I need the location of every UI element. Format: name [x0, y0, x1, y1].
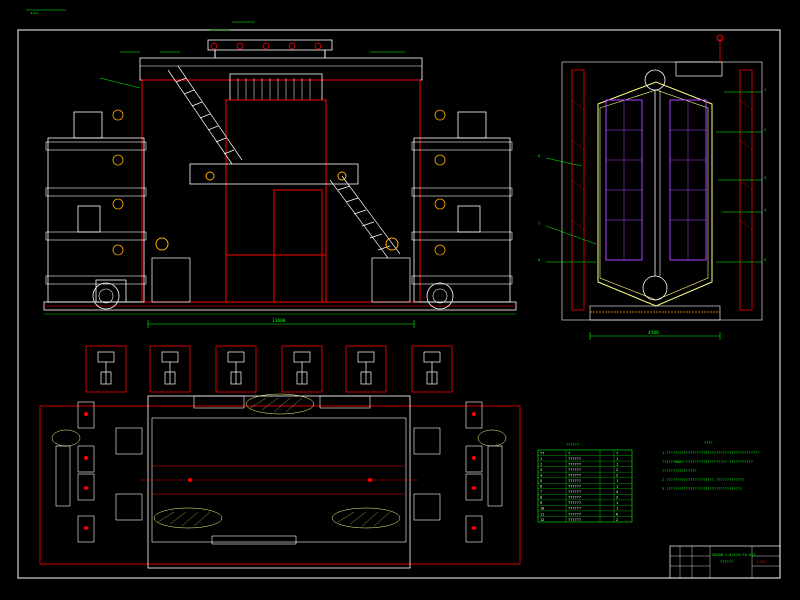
side-callout-7: 7 — [538, 222, 540, 226]
parts-table-cell: ?????? — [568, 485, 581, 489]
parts-table-cell: ?????? — [568, 468, 581, 472]
note-line-2: ??1???600?~??????????????????? ?????????… — [662, 460, 753, 464]
parts-table-cell: ?????? — [568, 512, 581, 516]
parts-table-rows: ????1??????12??????13??????24??????25???… — [538, 451, 632, 522]
side-callout-2: 2 — [764, 128, 766, 132]
parts-table-cell: ?????? — [568, 490, 581, 494]
note-line-5: 3.??????????????????????????????????? — [662, 487, 742, 491]
side-callout-1: 1 — [764, 88, 766, 92]
parts-table-cell: 1 — [616, 485, 618, 489]
front-elevation-view: 13000 — [43, 21, 517, 328]
burner-details-row — [85, 345, 453, 393]
front-overall-dimension: 13000 — [272, 318, 286, 324]
parts-table-cell: 2 — [616, 468, 618, 472]
note-line-3: ???????????????? — [662, 469, 697, 473]
plan-view — [39, 393, 521, 569]
technical-notes: ???? 1.?????????????????????????????????… — [662, 441, 759, 491]
parts-table-cell: 9 — [540, 501, 542, 505]
side-overall-dimension: 4500 — [648, 330, 659, 336]
parts-table-cell: ?????? — [568, 496, 581, 500]
parts-table-header-cell: ? — [568, 451, 570, 455]
drawing-title: CDZ08-1.6/115/70-AII — [712, 553, 755, 557]
parts-table-header-cell: ? — [616, 451, 618, 455]
parts-table-cell: 2 — [616, 496, 618, 500]
side-callout-4: 4 — [764, 208, 766, 212]
parts-table-cell: 11 — [540, 512, 544, 516]
parts-table-cell: 12 — [540, 518, 544, 522]
notes-title: ???? — [704, 441, 713, 445]
parts-table-cell: ?????? — [568, 479, 581, 483]
parts-table-cell: 1 — [616, 507, 618, 511]
parts-table-cell: ?????? — [568, 518, 581, 522]
note-line-1: 1.??????????????????????????????????????… — [662, 451, 759, 455]
parts-table-header-cell: ?? — [540, 451, 544, 455]
parts-table-cell: 1 — [540, 457, 542, 461]
parts-table-cell: 1 — [616, 457, 618, 461]
side-section-view: 4500 1 2 3 4 5 6 7 8 — [538, 34, 766, 340]
parts-table-cell: 2 — [616, 518, 618, 522]
parts-table-cell: 3 — [540, 468, 542, 472]
note-line-4: 2.??????????????????????,????????????? — [662, 478, 744, 482]
parts-table-cell: 2 — [540, 462, 542, 466]
parts-table-cell: 6 — [540, 485, 542, 489]
parts-table-cell: 8 — [540, 496, 542, 500]
parts-table-cell: ?????? — [568, 473, 581, 477]
side-callout-5: 5 — [764, 258, 766, 262]
title-block: CDZ08-1.6/115/70-AII ?????? 1:50 — [669, 545, 781, 579]
drawing-scale: 1:50 — [756, 560, 765, 564]
side-callout-8: 8 — [538, 258, 540, 262]
parts-table-cell: 4 — [616, 490, 618, 494]
parts-table-cell: 1 — [616, 462, 618, 466]
parts-table-cell: 5 — [540, 479, 542, 483]
parts-table-cell: ?????? — [568, 457, 581, 461]
parts-table-cell: 10 — [540, 507, 544, 511]
parts-table-cell: 1 — [616, 479, 618, 483]
parts-table-cell: 2 — [616, 473, 618, 477]
side-callout-3: 3 — [764, 176, 766, 180]
parts-table-title: ?????? — [566, 443, 579, 447]
sheet-border — [17, 29, 781, 579]
corner-tag: ءﺀﺀ — [30, 11, 38, 16]
parts-table-cell: 6 — [616, 512, 618, 516]
drawing-subtitle: ?????? — [720, 560, 733, 564]
parts-table-cell: 7 — [540, 490, 542, 494]
parts-table-cell: ?????? — [568, 507, 581, 511]
side-callout-6: 6 — [538, 154, 540, 158]
parts-table-cell: ?????? — [568, 462, 581, 466]
parts-table: ?????? ????1??????12??????13??????24????… — [537, 443, 633, 523]
parts-table-cell: ?????? — [568, 501, 581, 505]
parts-table-cell: 1 — [616, 501, 618, 505]
parts-table-cell: 4 — [540, 473, 542, 477]
